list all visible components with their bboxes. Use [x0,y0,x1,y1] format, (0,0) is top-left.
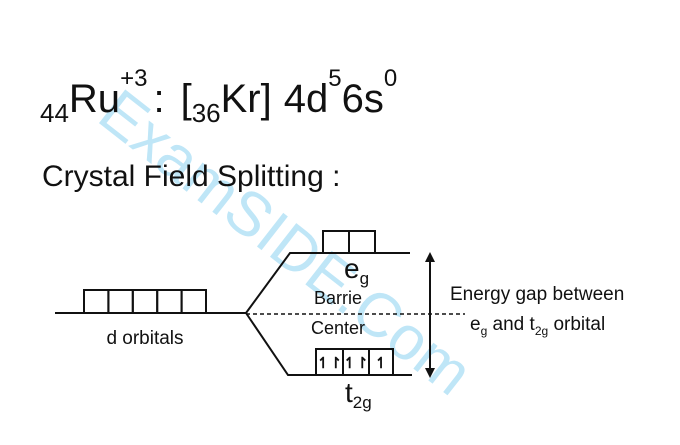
eg-level [245,230,410,314]
t2g-label: t2g [345,377,372,412]
barrier-label: Barrie [314,288,362,308]
eg-label: eg [344,253,369,288]
svg-text:↿↾: ↿↾ [343,355,368,372]
energy-gap-arrow [425,252,435,378]
watermark: ExamSIDE.Com [86,77,484,409]
center-label: Center [311,318,365,338]
svg-text:↿: ↿ [375,355,388,372]
d-orbital-level [55,289,246,314]
t2g-electrons: ↿↾ ↿↾ ↿ [317,355,387,372]
heading: Crystal Field Splitting : [42,160,340,193]
t2g-level [245,312,412,376]
energy-gap-line1: Energy gap between [450,284,624,305]
electron-configuration: 44Ru+3:[36Kr]4d56s0 [40,65,397,128]
energy-gap-line2: eg and t2g orbital [470,314,605,338]
svg-text:↿↾: ↿↾ [317,355,342,372]
d-orbitals-label: d orbitals [106,328,183,349]
